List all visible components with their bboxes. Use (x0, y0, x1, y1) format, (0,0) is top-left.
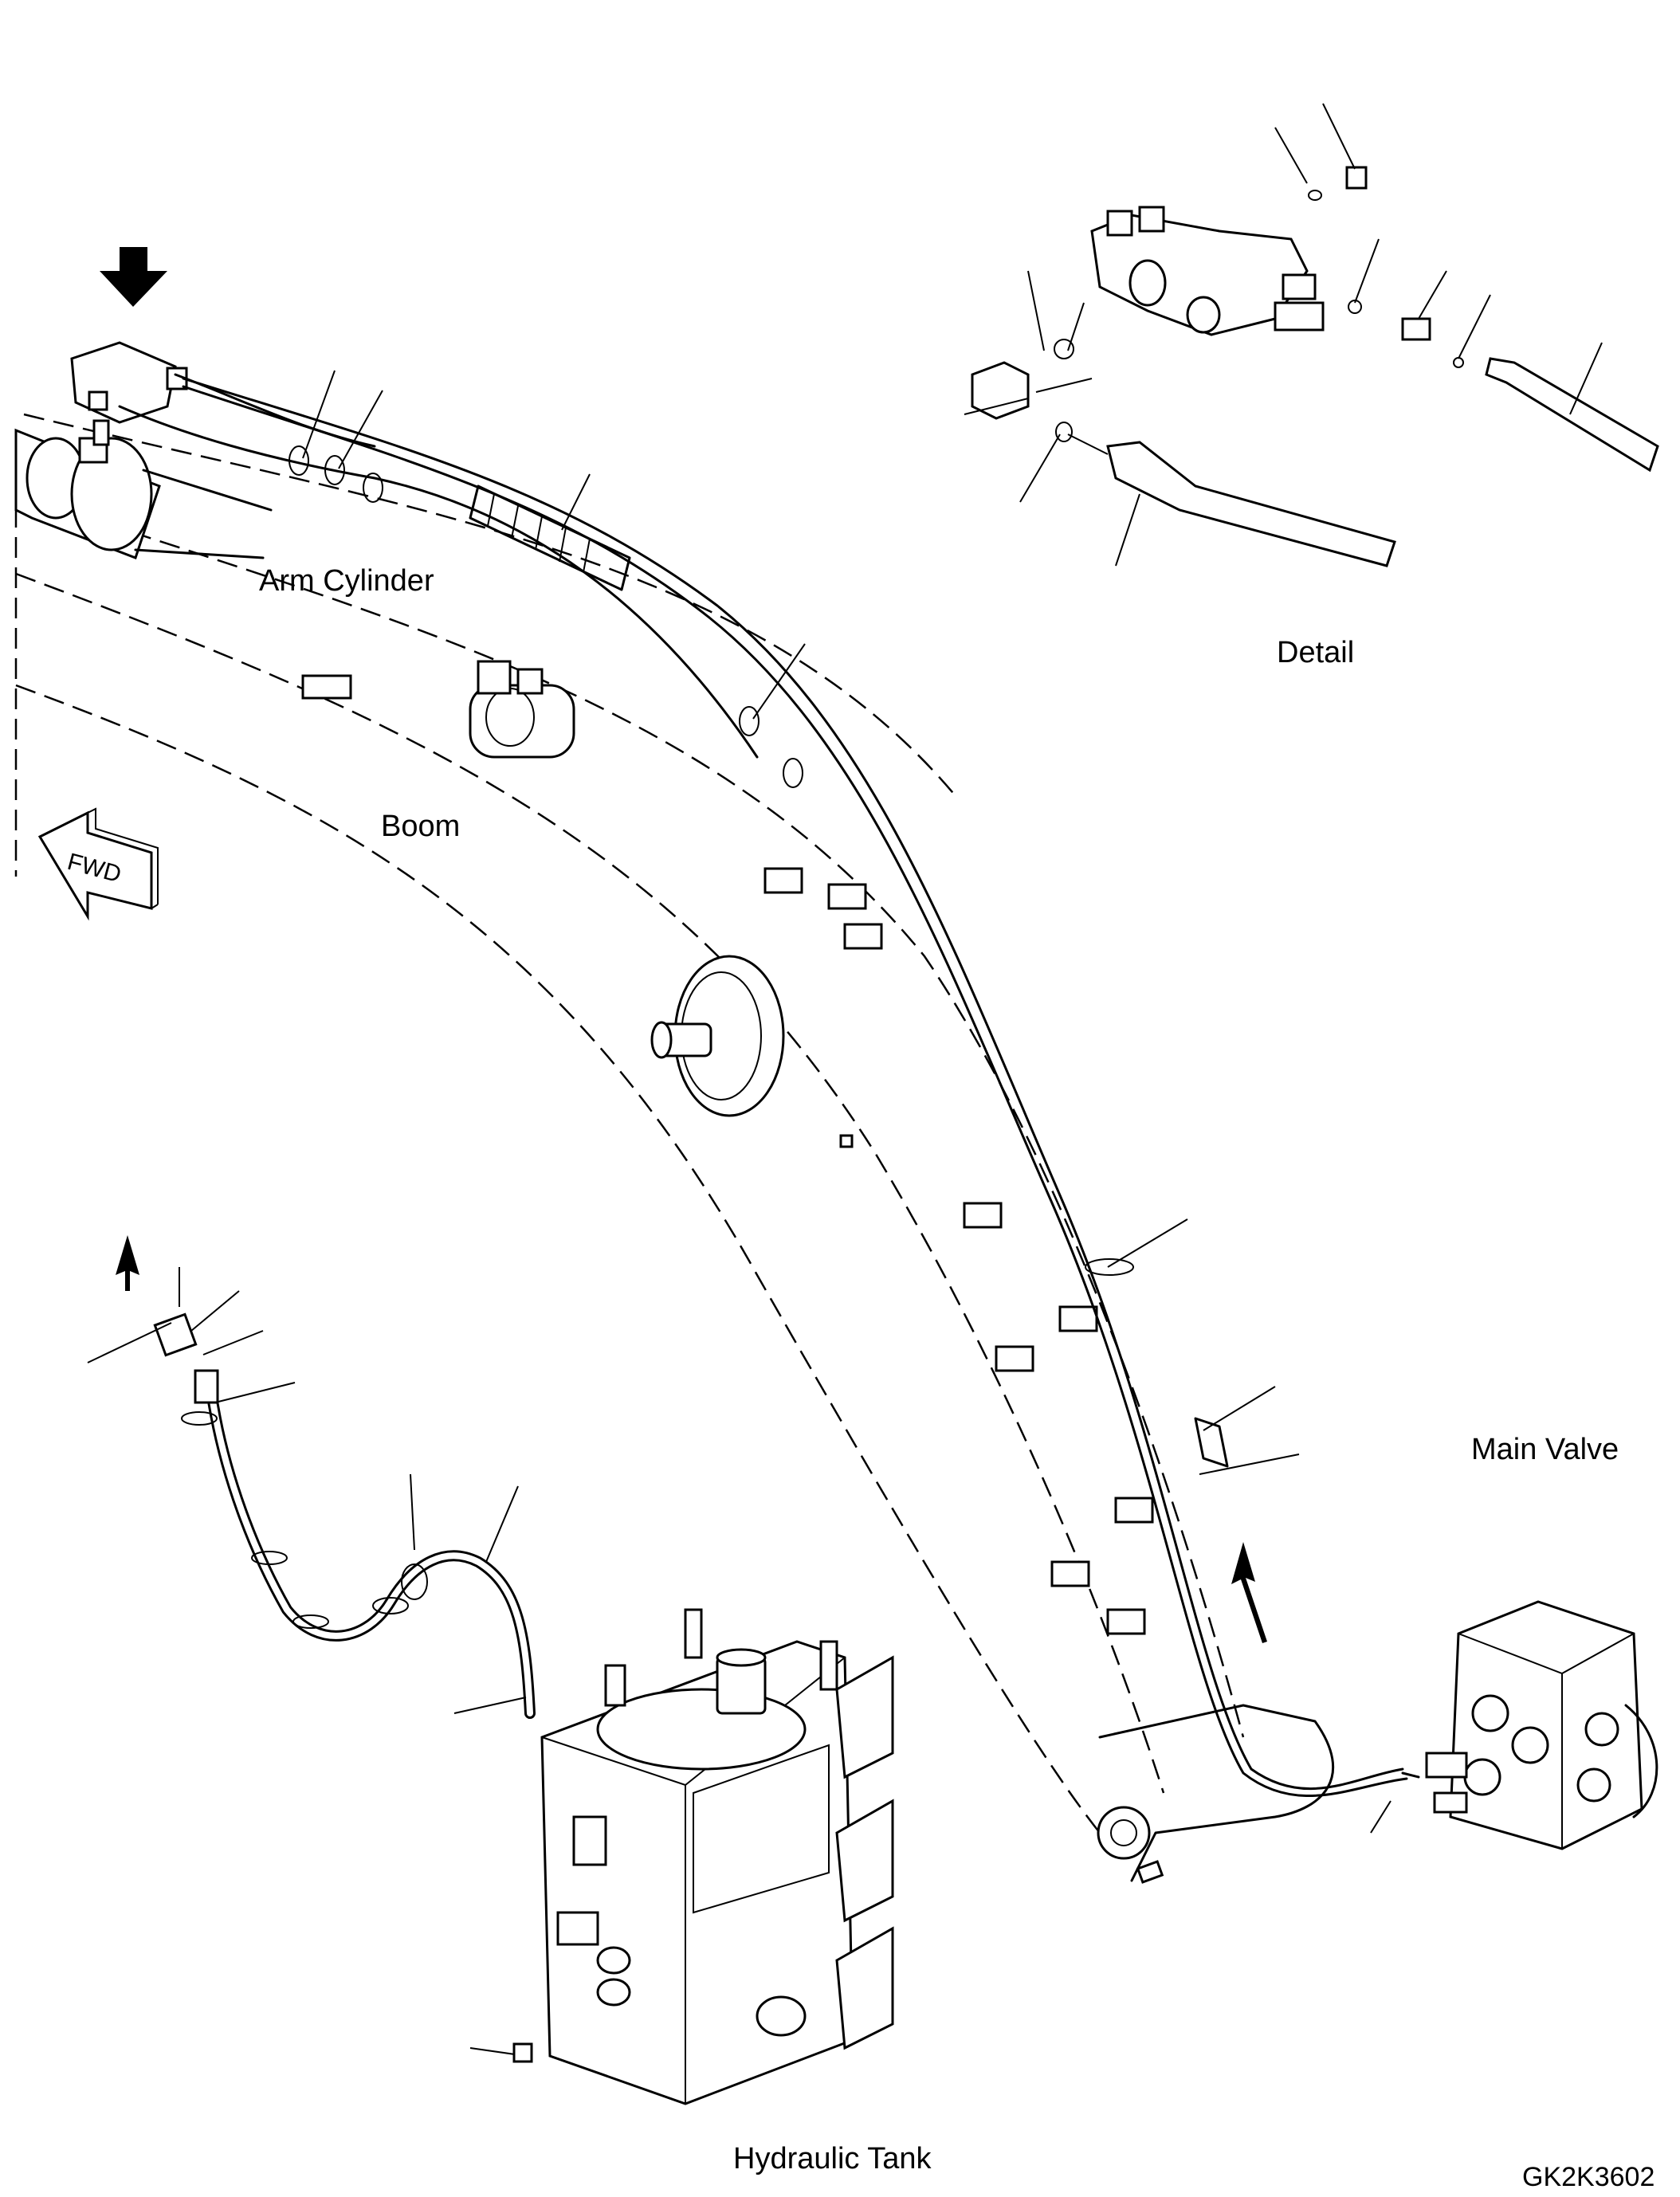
tank-hose (87, 1267, 536, 2063)
boom-cylinder-bracket (301, 660, 575, 759)
main-valve-label: Main Valve (1471, 1433, 1619, 1466)
arm-cylinder-label: Arm Cylinder (259, 564, 434, 598)
spring-guard (469, 485, 631, 591)
hydraulic-tank-label: Hydraulic Tank (733, 2142, 932, 2175)
fwd-arrow-icon (37, 807, 159, 921)
hose-rings (289, 445, 1134, 1276)
arm-cylinder (14, 428, 273, 559)
boom-outline (14, 413, 1335, 1884)
up-arrow-icon (116, 1235, 1267, 1643)
down-arrow-icon (100, 247, 167, 307)
hose-clamps (763, 867, 1154, 1635)
hydraulic-tank (540, 1608, 894, 2105)
detail-label: Detail (1277, 636, 1355, 669)
boom-pin-boss (650, 955, 785, 1117)
drawing-code: GK2K3602 (1522, 2162, 1655, 2192)
detail-view (964, 103, 1659, 567)
leader-lines (302, 370, 1391, 1834)
main-valve (1401, 1600, 1658, 1850)
boom-label: Boom (381, 810, 461, 843)
